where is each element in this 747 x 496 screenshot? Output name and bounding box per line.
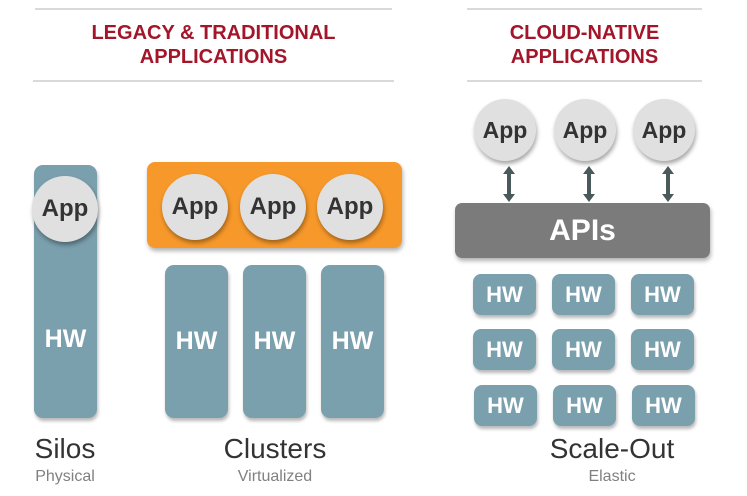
hw-label: HW — [565, 281, 602, 307]
cluster-app-label: App — [171, 193, 219, 220]
cloud-heading: CLOUD-NATIVE APPLICATIONS — [467, 21, 702, 69]
cluster-app-3: App — [317, 174, 383, 240]
silos-title: Silos — [34, 433, 96, 464]
scaleout-hardware: HW — [552, 329, 615, 370]
cloud-app-2: App — [554, 99, 616, 161]
legacy-heading-line2: APPLICATIONS — [139, 46, 288, 68]
bidirectional-arrow-icon — [503, 166, 515, 202]
hw-label: HW — [566, 392, 603, 418]
cluster-app-label: App — [249, 193, 297, 220]
cloud-heading-line1: CLOUD-NATIVE — [509, 22, 660, 44]
cloud-app-label: App — [482, 116, 528, 143]
cluster-hardware-3: HW — [321, 265, 384, 418]
scaleout-hardware: HW — [553, 385, 616, 426]
cloud-app-1: App — [474, 99, 536, 161]
cluster-app-label: App — [326, 193, 374, 220]
legacy-top-rule — [35, 8, 392, 10]
hw-label: HW — [645, 392, 682, 418]
scaleout-hardware: HW — [473, 274, 536, 315]
scaleout-hardware: HW — [474, 385, 537, 426]
cluster-hw-label: HW — [253, 327, 296, 355]
scaleout-hardware: HW — [473, 329, 536, 370]
cluster-hardware-1: HW — [165, 265, 228, 418]
clusters-title: Clusters — [223, 433, 327, 464]
scaleout-hardware: HW — [632, 385, 695, 426]
cloud-top-rule — [467, 8, 702, 10]
cluster-hw-label: HW — [331, 327, 374, 355]
hw-label: HW — [486, 281, 523, 307]
hw-label: HW — [486, 336, 523, 362]
scaleout-subtitle: Elastic — [588, 468, 636, 485]
legacy-bottom-rule — [33, 80, 394, 82]
hw-label: HW — [487, 392, 524, 418]
bidirectional-arrow-icon — [662, 166, 674, 202]
clusters-subtitle: Virtualized — [237, 468, 313, 485]
cluster-app-1: App — [162, 174, 228, 240]
scaleout-title: Scale-Out — [549, 433, 675, 464]
cluster-hardware-2: HW — [243, 265, 306, 418]
scaleout-hardware: HW — [631, 329, 694, 370]
scaleout-hardware: HW — [552, 274, 615, 315]
cloud-app-3: App — [633, 99, 695, 161]
hw-label: HW — [644, 336, 681, 362]
silos-subtitle: Physical — [35, 468, 95, 485]
cloud-app-label: App — [641, 116, 687, 143]
bidirectional-arrow-icon — [583, 166, 595, 202]
cloud-app-label: App — [562, 116, 608, 143]
cluster-hw-label: HW — [175, 327, 218, 355]
apis-layer: APIs — [455, 203, 710, 258]
apis-label: APIs — [549, 213, 616, 247]
legacy-heading: LEGACY & TRADITIONAL APPLICATIONS — [35, 21, 392, 69]
hw-label: HW — [565, 336, 602, 362]
scaleout-hardware: HW — [631, 274, 694, 315]
cluster-app-2: App — [240, 174, 306, 240]
silo-app: App — [32, 176, 98, 242]
silo-app-label: App — [41, 195, 89, 222]
hw-label: HW — [644, 281, 681, 307]
silo-hw-label: HW — [44, 325, 87, 353]
cloud-heading-line2: APPLICATIONS — [510, 46, 659, 68]
legacy-heading-line1: LEGACY & TRADITIONAL — [91, 22, 336, 44]
cloud-bottom-rule — [467, 80, 702, 82]
